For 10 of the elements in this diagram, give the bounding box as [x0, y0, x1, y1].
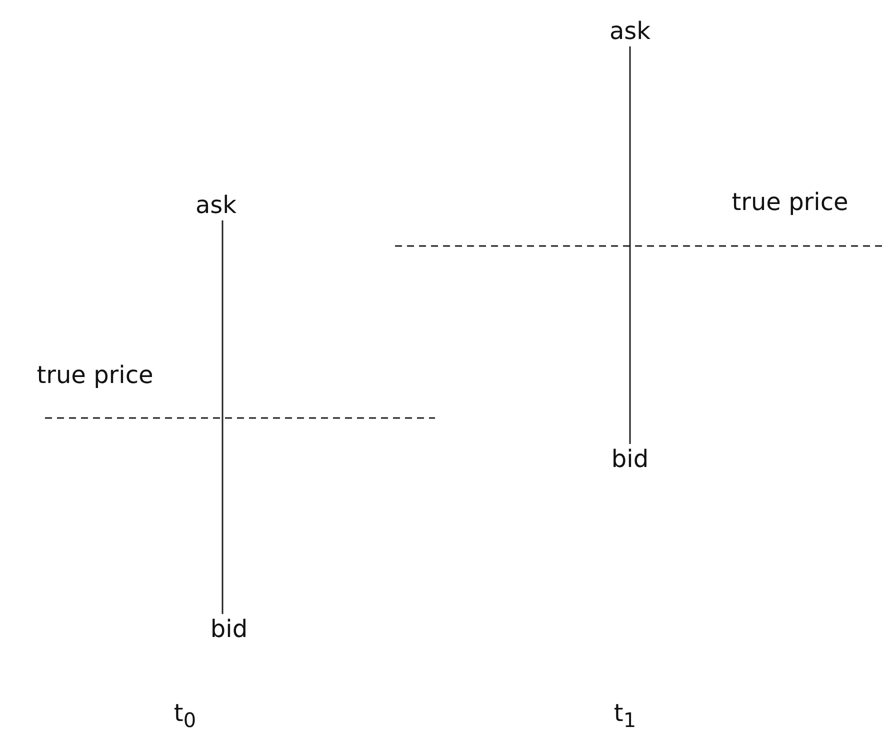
- level-label: true price: [36, 362, 154, 388]
- price-label: bid: [611, 446, 649, 472]
- time-label: t$_{0}$: [174, 700, 196, 731]
- time-label: t$_{1}$: [614, 700, 636, 731]
- level-label: true price: [732, 189, 848, 216]
- price-label: bid: [210, 616, 248, 642]
- price-label: ask: [609, 18, 651, 44]
- spread-line: [629, 46, 631, 444]
- spread-line: [222, 220, 224, 614]
- price-label: ask: [195, 192, 237, 218]
